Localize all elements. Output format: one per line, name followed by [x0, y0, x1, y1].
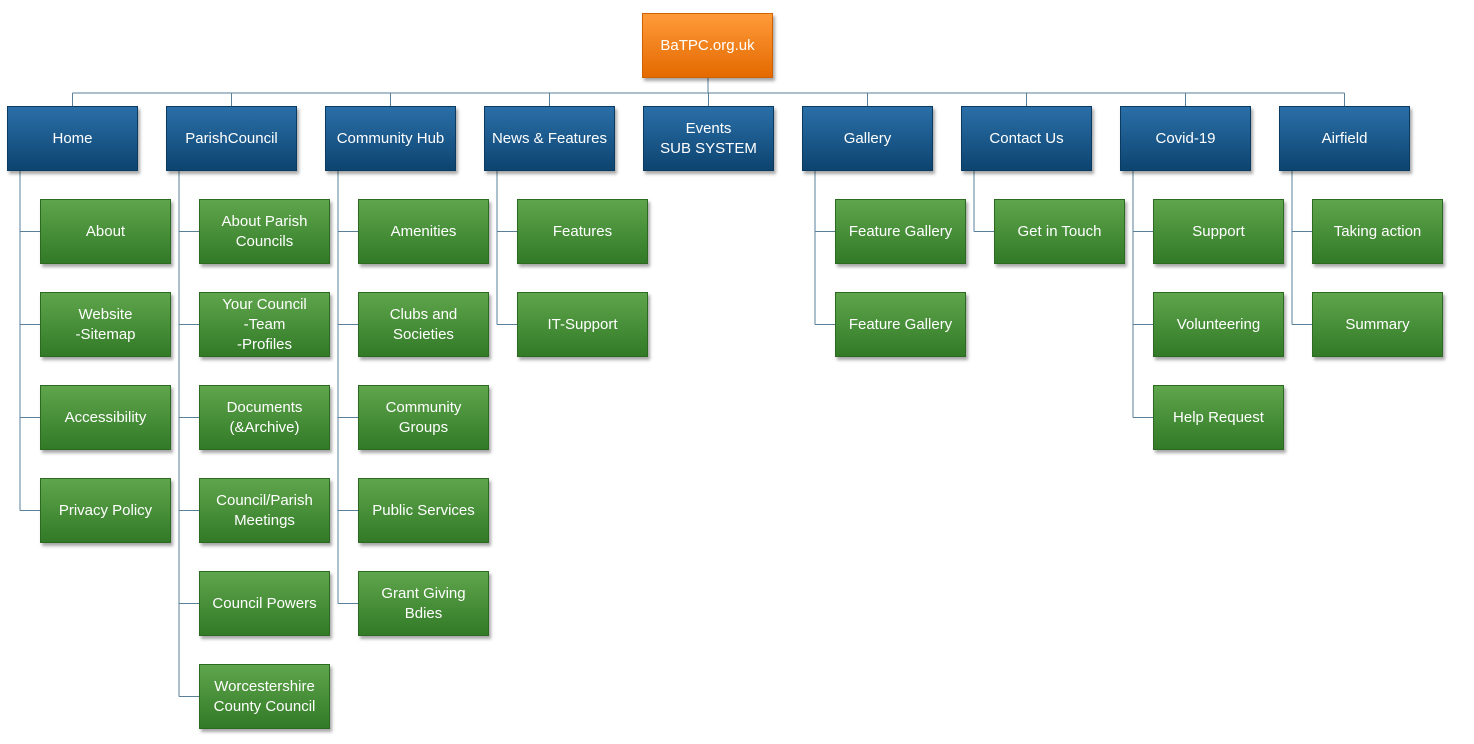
- page-your-council-team-profiles[interactable]: Your Council -Team -Profiles: [199, 292, 330, 357]
- page-it-support[interactable]: IT-Support: [517, 292, 648, 357]
- category-events-sub-system[interactable]: Events SUB SYSTEM: [643, 106, 774, 171]
- page-worcestershire-county-council[interactable]: Worcestershire County Council: [199, 664, 330, 729]
- page-amenities[interactable]: Amenities: [358, 199, 489, 264]
- page-about-parish-councils[interactable]: About Parish Councils: [199, 199, 330, 264]
- category-covid-19[interactable]: Covid-19: [1120, 106, 1251, 171]
- page-accessibility[interactable]: Accessibility: [40, 385, 171, 450]
- page-council-parish-meetings[interactable]: Council/Parish Meetings: [199, 478, 330, 543]
- page-support[interactable]: Support: [1153, 199, 1284, 264]
- category-community-hub[interactable]: Community Hub: [325, 106, 456, 171]
- page-council-powers[interactable]: Council Powers: [199, 571, 330, 636]
- category-home[interactable]: Home: [7, 106, 138, 171]
- category-contact-us[interactable]: Contact Us: [961, 106, 1092, 171]
- page-taking-action[interactable]: Taking action: [1312, 199, 1443, 264]
- page-features[interactable]: Features: [517, 199, 648, 264]
- page-summary[interactable]: Summary: [1312, 292, 1443, 357]
- category-news-features[interactable]: News & Features: [484, 106, 615, 171]
- page-website-sitemap[interactable]: Website -Sitemap: [40, 292, 171, 357]
- page-volunteering[interactable]: Volunteering: [1153, 292, 1284, 357]
- page-about[interactable]: About: [40, 199, 171, 264]
- page-grant-giving-bdies[interactable]: Grant Giving Bdies: [358, 571, 489, 636]
- page-privacy-policy[interactable]: Privacy Policy: [40, 478, 171, 543]
- page-get-in-touch[interactable]: Get in Touch: [994, 199, 1125, 264]
- page-public-services[interactable]: Public Services: [358, 478, 489, 543]
- page-clubs-and-societies[interactable]: Clubs and Societies: [358, 292, 489, 357]
- page-feature-gallery[interactable]: Feature Gallery: [835, 292, 966, 357]
- category-gallery[interactable]: Gallery: [802, 106, 933, 171]
- page-community-groups[interactable]: Community Groups: [358, 385, 489, 450]
- root-node[interactable]: BaTPC.org.uk: [642, 13, 773, 78]
- category-parishcouncil[interactable]: ParishCouncil: [166, 106, 297, 171]
- page-documents-archive[interactable]: Documents (&Archive): [199, 385, 330, 450]
- page-feature-gallery[interactable]: Feature Gallery: [835, 199, 966, 264]
- category-airfield[interactable]: Airfield: [1279, 106, 1410, 171]
- page-help-request[interactable]: Help Request: [1153, 385, 1284, 450]
